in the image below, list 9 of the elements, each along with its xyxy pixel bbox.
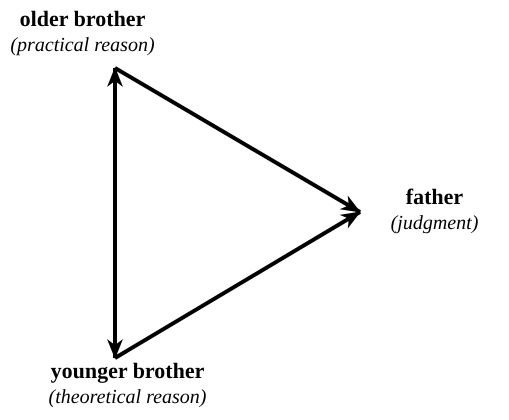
node-subtitle: (judgment)	[390, 211, 478, 236]
arrow	[107, 67, 123, 359]
node-title: older brother	[20, 6, 146, 32]
arrow	[114, 66, 362, 214]
node-subtitle: (practical reason)	[10, 33, 155, 58]
arrow	[114, 210, 362, 360]
node-title: younger brother	[50, 358, 204, 384]
node-title: father	[406, 184, 464, 210]
node-subtitle: (theoretical reason)	[48, 385, 206, 410]
